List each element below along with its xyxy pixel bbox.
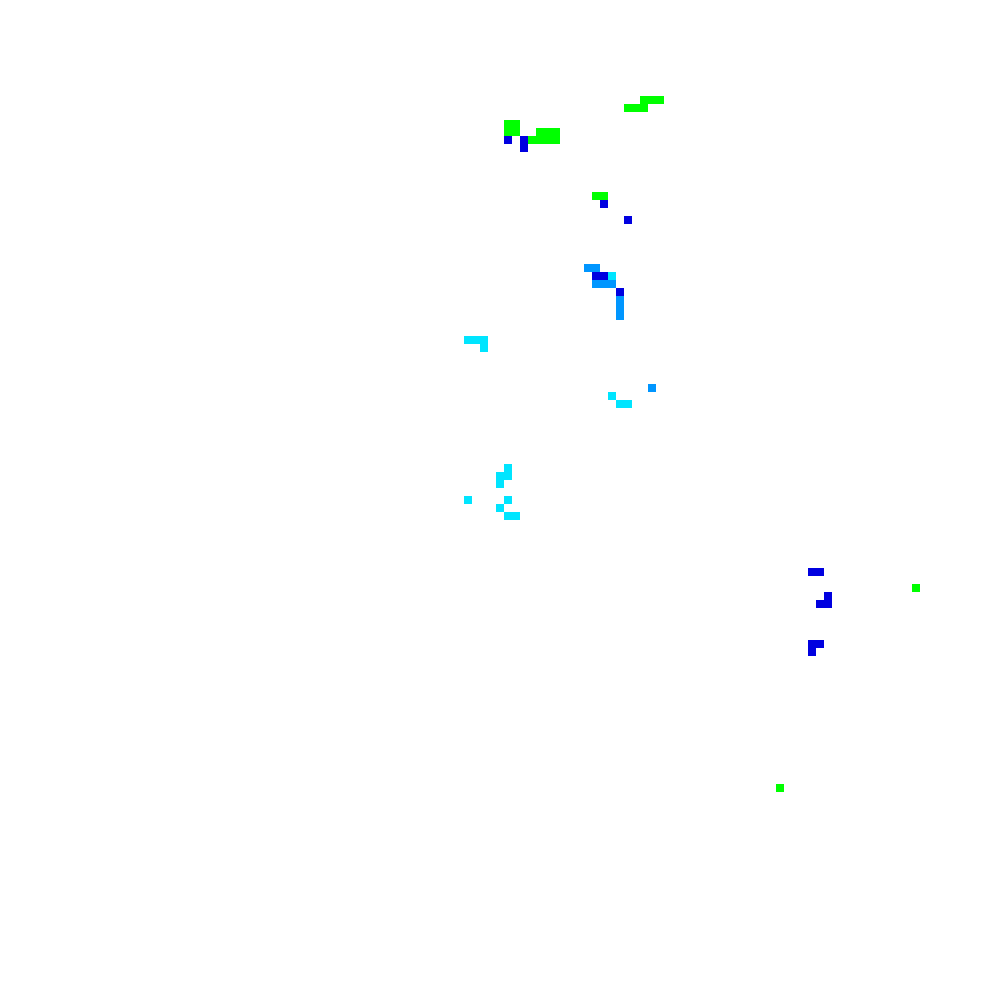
cluster-blue-mid xyxy=(600,200,632,224)
green-pixel xyxy=(640,104,648,112)
blue-pixel xyxy=(520,136,528,144)
green-pixel xyxy=(512,128,520,136)
green-pixel xyxy=(656,96,664,104)
azure-pixel xyxy=(600,280,608,288)
green-pixel xyxy=(536,128,544,136)
green-pixel xyxy=(544,136,552,144)
green-pixel xyxy=(552,136,560,144)
green-pixel xyxy=(504,120,512,128)
cluster-green-top-right xyxy=(624,96,664,112)
cyan-pixel xyxy=(624,400,632,408)
cluster-cyan-curve xyxy=(464,272,632,520)
cyan-pixel xyxy=(480,336,488,344)
cyan-pixel xyxy=(512,512,520,520)
blue-pixel xyxy=(624,216,632,224)
cluster-blue-curve xyxy=(592,272,624,296)
cluster-azure-curve xyxy=(584,264,656,392)
azure-pixel xyxy=(592,264,600,272)
cluster-green-lower-right xyxy=(776,584,920,792)
blue-pixel xyxy=(824,600,832,608)
azure-pixel xyxy=(592,280,600,288)
cyan-pixel xyxy=(504,512,512,520)
azure-pixel xyxy=(616,304,624,312)
azure-pixel xyxy=(616,312,624,320)
azure-pixel xyxy=(608,280,616,288)
cyan-pixel xyxy=(464,336,472,344)
green-pixel xyxy=(512,120,520,128)
cluster-blue-top-left xyxy=(504,136,528,152)
cyan-pixel xyxy=(496,504,504,512)
cluster-green-mid xyxy=(592,192,608,200)
green-pixel xyxy=(912,584,920,592)
blue-pixel xyxy=(808,640,816,648)
blue-pixel xyxy=(816,640,824,648)
green-pixel xyxy=(544,128,552,136)
cyan-pixel xyxy=(504,472,512,480)
green-pixel xyxy=(504,128,512,136)
cyan-pixel xyxy=(608,272,616,280)
cluster-blue-lower-right xyxy=(808,568,832,656)
blue-pixel xyxy=(520,144,528,152)
cyan-pixel xyxy=(464,496,472,504)
blue-pixel xyxy=(816,600,824,608)
azure-pixel xyxy=(616,296,624,304)
cluster-green-top-left xyxy=(504,120,560,144)
blue-pixel xyxy=(808,648,816,656)
blue-pixel xyxy=(616,288,624,296)
blue-pixel xyxy=(808,568,816,576)
azure-pixel xyxy=(584,264,592,272)
cyan-pixel xyxy=(616,400,624,408)
green-pixel xyxy=(632,104,640,112)
green-pixel xyxy=(648,96,656,104)
green-pixel xyxy=(776,784,784,792)
cyan-pixel xyxy=(608,392,616,400)
blue-pixel xyxy=(504,136,512,144)
green-pixel xyxy=(536,136,544,144)
cyan-pixel xyxy=(496,480,504,488)
green-pixel xyxy=(624,104,632,112)
cyan-pixel xyxy=(472,336,480,344)
cyan-pixel xyxy=(504,464,512,472)
blue-pixel xyxy=(816,568,824,576)
blue-pixel xyxy=(600,272,608,280)
green-pixel xyxy=(600,192,608,200)
green-pixel xyxy=(592,192,600,200)
blue-pixel xyxy=(592,272,600,280)
blue-pixel xyxy=(600,200,608,208)
cyan-pixel xyxy=(480,344,488,352)
azure-pixel xyxy=(648,384,656,392)
green-pixel xyxy=(552,128,560,136)
green-pixel xyxy=(528,136,536,144)
blue-pixel xyxy=(824,592,832,600)
green-pixel xyxy=(640,96,648,104)
cyan-pixel xyxy=(504,496,512,504)
cyan-pixel xyxy=(496,472,504,480)
